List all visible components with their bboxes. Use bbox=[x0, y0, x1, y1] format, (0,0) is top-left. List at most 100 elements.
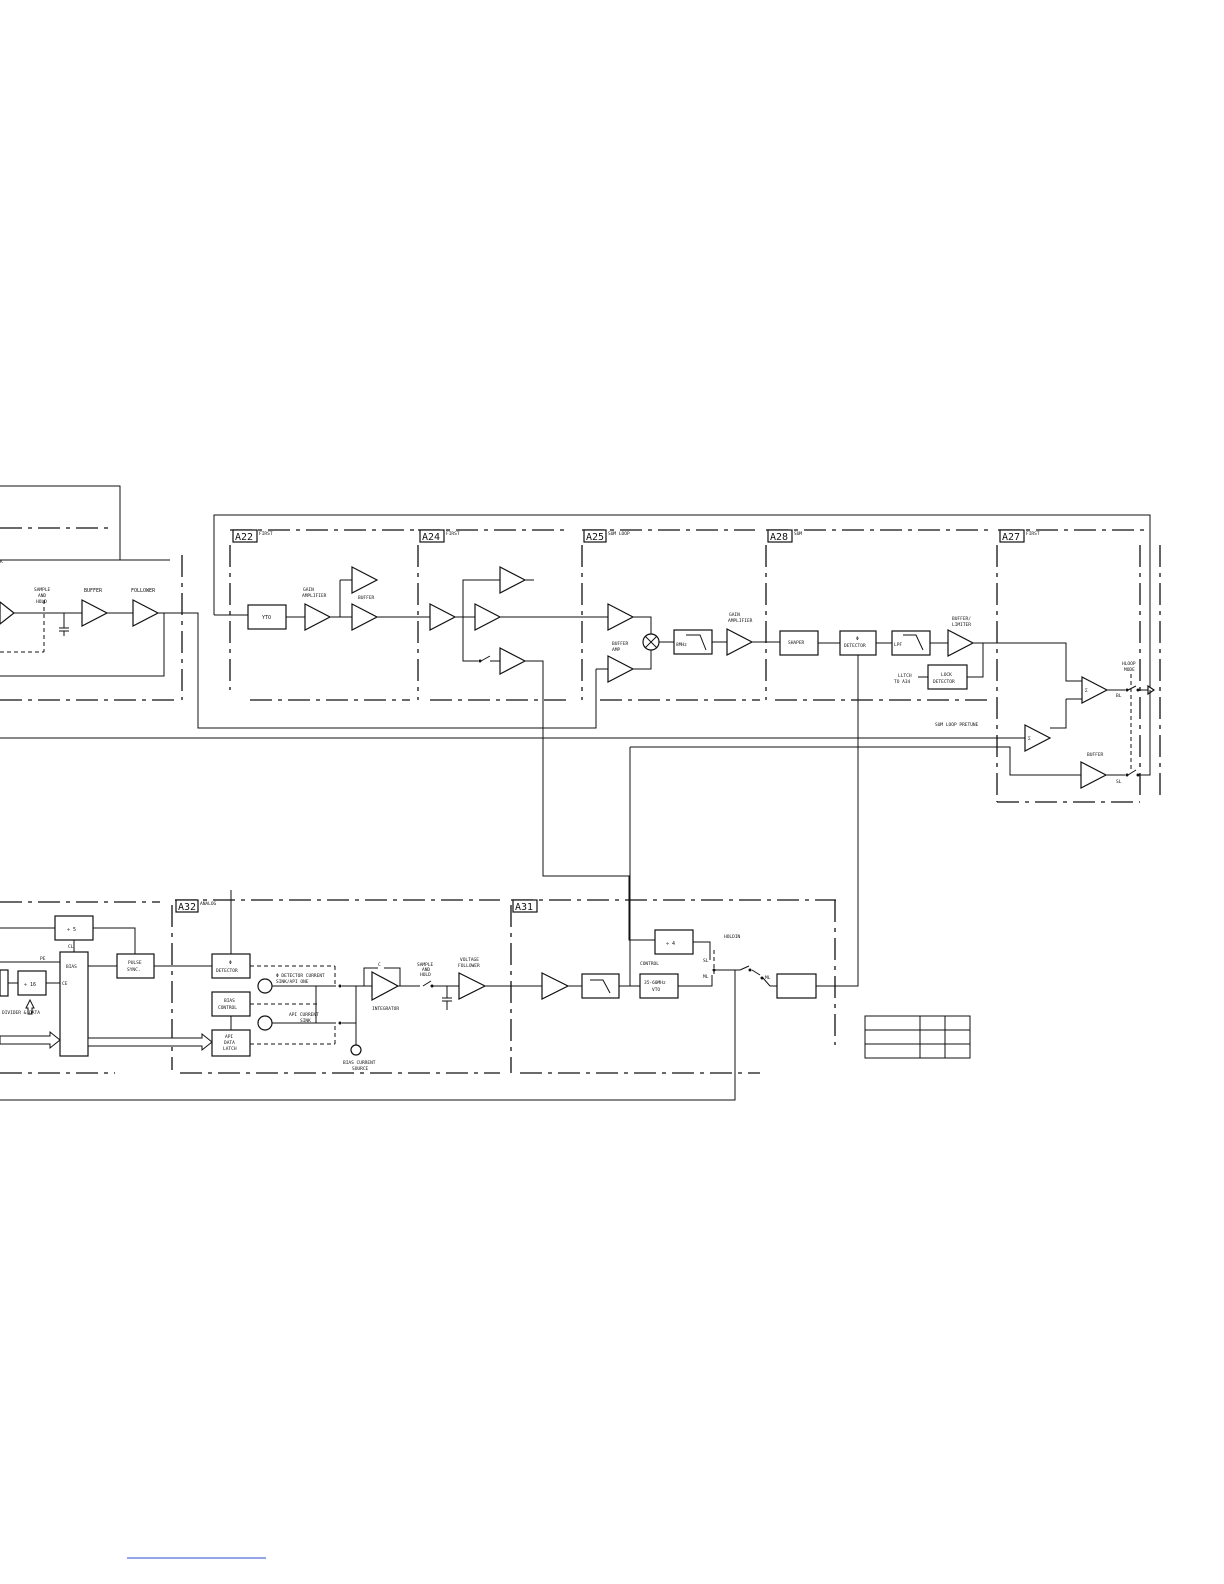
divide-by-4 bbox=[654, 929, 694, 955]
gain-amplifier-a22 bbox=[304, 603, 332, 631]
assembly-a32: A32 ANALOG Φ DETECTOR BIAS CONTROL API D… bbox=[175, 890, 542, 1074]
amplifier-a24-input bbox=[429, 603, 457, 631]
amplifier-a24-bottom bbox=[499, 647, 527, 675]
a28-tag: SUM bbox=[794, 531, 802, 537]
a31-id: A31 bbox=[515, 902, 533, 913]
sl-label: SL bbox=[1116, 779, 1122, 785]
bias-current-source bbox=[350, 1044, 362, 1056]
left-partial-bottom: ÷ 5 CL BIAS CE PE ÷ 16 DIVIDER & DATA PU… bbox=[0, 901, 736, 1101]
a25-id: A25 bbox=[586, 532, 604, 543]
gain-amplifier-label: GAIN AMPLIFIER bbox=[302, 587, 327, 599]
control-label: CONTROL bbox=[640, 961, 659, 967]
phase-detector-a32-label: DETECTOR bbox=[216, 968, 238, 974]
cl-label: CL bbox=[68, 944, 74, 950]
shaper-label: SHAPER bbox=[788, 640, 805, 646]
divider-data-label: DIVIDER & DATA bbox=[2, 1010, 40, 1016]
phase-detector-label: DETECTOR bbox=[844, 643, 866, 649]
a27-tag: FIRST bbox=[1026, 531, 1040, 537]
assembly-a27: A27 FIRST BUFFER/ LIMITER LOCK DETECTOR … bbox=[630, 529, 1161, 803]
gain-amplifier-a25-label: GAIN AMPLIFIER bbox=[728, 612, 753, 624]
detector-current-label: Φ DETECTOR CURRENT SINK/API ONE bbox=[276, 973, 328, 985]
integrator bbox=[371, 970, 400, 1002]
api-data-latch bbox=[211, 1029, 251, 1057]
voltage-follower-label: VOLTAGE FOLLOWER bbox=[458, 957, 482, 969]
a24-tag: FIRST bbox=[446, 531, 460, 537]
buffer-a22-label: BUFFER bbox=[358, 595, 375, 601]
assembly-a25: A25 SUM LOOP BUFFER AMP 8MHz GAIN AMPLIF… bbox=[581, 529, 780, 728]
vto-label: 35-60MHz VTO bbox=[644, 980, 668, 993]
voltage-follower bbox=[458, 972, 487, 1000]
phase-detector-a32-phi: Φ bbox=[229, 960, 232, 966]
buffer-amplifier-a22 bbox=[351, 603, 379, 631]
a28-id: A28 bbox=[770, 532, 788, 543]
bias-current-source-label: BIAS CURRENT SOURCE bbox=[343, 1060, 378, 1072]
filter-8mhz bbox=[673, 629, 713, 655]
filter-a31 bbox=[581, 973, 620, 999]
follower-amplifier bbox=[132, 599, 160, 627]
buffer-a27-label: BUFFER bbox=[1087, 752, 1104, 758]
div4-label: ÷ 4 bbox=[666, 941, 675, 947]
ml-a31-label: ML bbox=[703, 974, 709, 980]
buffer-amp-a25 bbox=[607, 655, 635, 683]
pulse-sync-label: PULSE SYNC. bbox=[127, 960, 144, 973]
loop-mode-label: HLOOP MODE bbox=[1122, 661, 1138, 673]
sum-loop-pretune-label: SUM LOOP PRETUNE bbox=[935, 722, 979, 728]
a32-tag: ANALOG bbox=[200, 901, 217, 907]
sample-hold-a32-label: SAMPLE AND HOLD bbox=[417, 962, 436, 978]
vto-35-60mhz bbox=[639, 973, 679, 999]
output-block-a31 bbox=[776, 973, 817, 999]
phase-detector-phi: Φ bbox=[856, 636, 859, 642]
follower-label: FOLLOWER bbox=[131, 588, 156, 594]
buffer-amplifier-a22-top bbox=[351, 566, 379, 594]
bl-label: BL bbox=[1116, 693, 1122, 699]
bias-control-label: BIAS CONTROL bbox=[218, 998, 238, 1011]
api-data-latch-label: API DATA LATCH bbox=[223, 1034, 238, 1052]
pe-label: PE bbox=[40, 956, 46, 962]
sl-a31-label: SL bbox=[703, 958, 709, 964]
phase-detector-a32 bbox=[211, 953, 251, 979]
bias-latch-label: BIAS bbox=[66, 964, 77, 970]
a24-id: A24 bbox=[422, 532, 440, 543]
a32-id: A32 bbox=[178, 902, 196, 913]
svg-text:K: K bbox=[0, 559, 3, 565]
bias-control bbox=[211, 991, 251, 1017]
a22-id: A22 bbox=[235, 532, 253, 543]
assembly-a31: A31 ÷ 4 35-60MHz VTO CONTROL SL ML HOLDI… bbox=[510, 747, 846, 1074]
title-block-grid bbox=[864, 1015, 971, 1059]
ce-label: CE bbox=[62, 981, 68, 987]
sum-top-label: Σ bbox=[1085, 688, 1088, 694]
assembly-a28: A28 SUM SHAPER Φ DETECTOR LPF bbox=[765, 529, 990, 987]
pulse-sync bbox=[116, 953, 155, 979]
lpf-label: LPF bbox=[894, 642, 902, 648]
amplifier-a24-mid bbox=[474, 603, 502, 631]
integrator-label: INTEGRATOR bbox=[372, 1006, 399, 1012]
assembly-a22: A22 FIRST YTO GAIN AMPLIFIER BUFFER bbox=[229, 529, 430, 701]
div16-label: ÷ 16 bbox=[24, 982, 36, 988]
buffer-amplifier-a27 bbox=[1080, 761, 1108, 789]
summing-amplifier-top bbox=[1081, 676, 1109, 704]
sample-hold-left-label: SAMPLE AND HOLD bbox=[34, 587, 53, 605]
ml-out-label: ML bbox=[765, 975, 771, 981]
buffer-amplifier-left bbox=[81, 599, 109, 627]
a27-id: A27 bbox=[1002, 532, 1020, 543]
bias-latch-block bbox=[59, 951, 89, 1057]
sum-bottom-label: Σ bbox=[1028, 736, 1031, 742]
a22-tag: FIRST bbox=[259, 531, 273, 537]
yto-block bbox=[247, 604, 287, 630]
amplifier-a25-top bbox=[607, 603, 635, 631]
buffer-amp-label: BUFFER AMP bbox=[612, 641, 631, 653]
api-current-source bbox=[257, 1015, 273, 1031]
gain-amplifier-a25 bbox=[726, 628, 754, 656]
assembly-a24: A24 FIRST bbox=[417, 529, 655, 941]
lpf-block bbox=[891, 630, 931, 656]
a25-tag: SUM LOOP bbox=[608, 531, 630, 537]
buffer-limiter-label: BUFFER/ LIMITER bbox=[952, 616, 974, 628]
buffer-left-label: BUFFER bbox=[84, 588, 103, 594]
lock-detector-label: LOCK DETECTOR bbox=[933, 672, 955, 685]
filter-8mhz-label: 8MHz bbox=[676, 642, 687, 648]
yto-label: YTO bbox=[262, 615, 271, 621]
detector-current-source bbox=[257, 978, 273, 994]
integrator-cap-label: C bbox=[378, 962, 381, 968]
lock-to-label: LLTCH TO A34 bbox=[894, 673, 914, 685]
